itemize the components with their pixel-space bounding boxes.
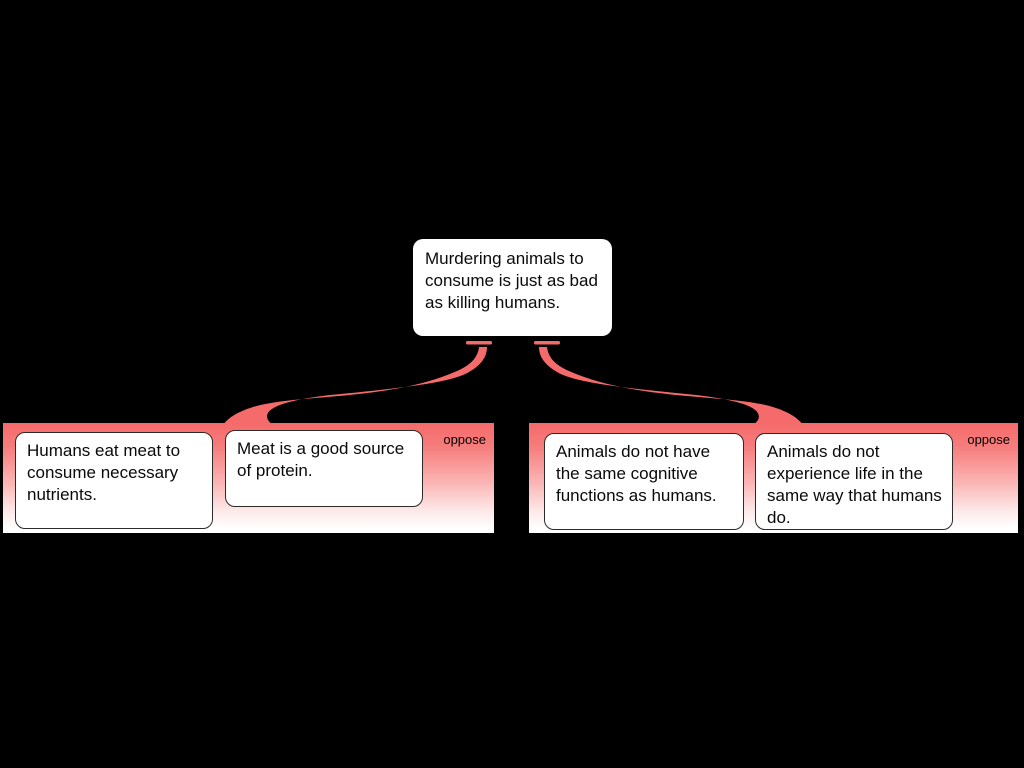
claim-node[interactable]: Murdering animals to consume is just as … bbox=[413, 239, 612, 336]
oppose-group-left[interactable]: oppose Humans eat meat to consume necess… bbox=[3, 423, 494, 533]
reason-node[interactable]: Animals do not have the same cognitive f… bbox=[544, 433, 744, 530]
oppose-connector-right bbox=[534, 341, 822, 433]
oppose-connector-left bbox=[204, 341, 492, 433]
reason-node[interactable]: Humans eat meat to consume necessary nut… bbox=[15, 432, 213, 529]
reason-node[interactable]: Animals do not experience life in the sa… bbox=[755, 433, 953, 530]
reason-node[interactable]: Meat is a good source of protein. bbox=[225, 430, 423, 507]
oppose-label: oppose bbox=[443, 432, 486, 447]
oppose-label: oppose bbox=[967, 432, 1010, 447]
oppose-group-right[interactable]: oppose Animals do not have the same cogn… bbox=[529, 423, 1018, 533]
